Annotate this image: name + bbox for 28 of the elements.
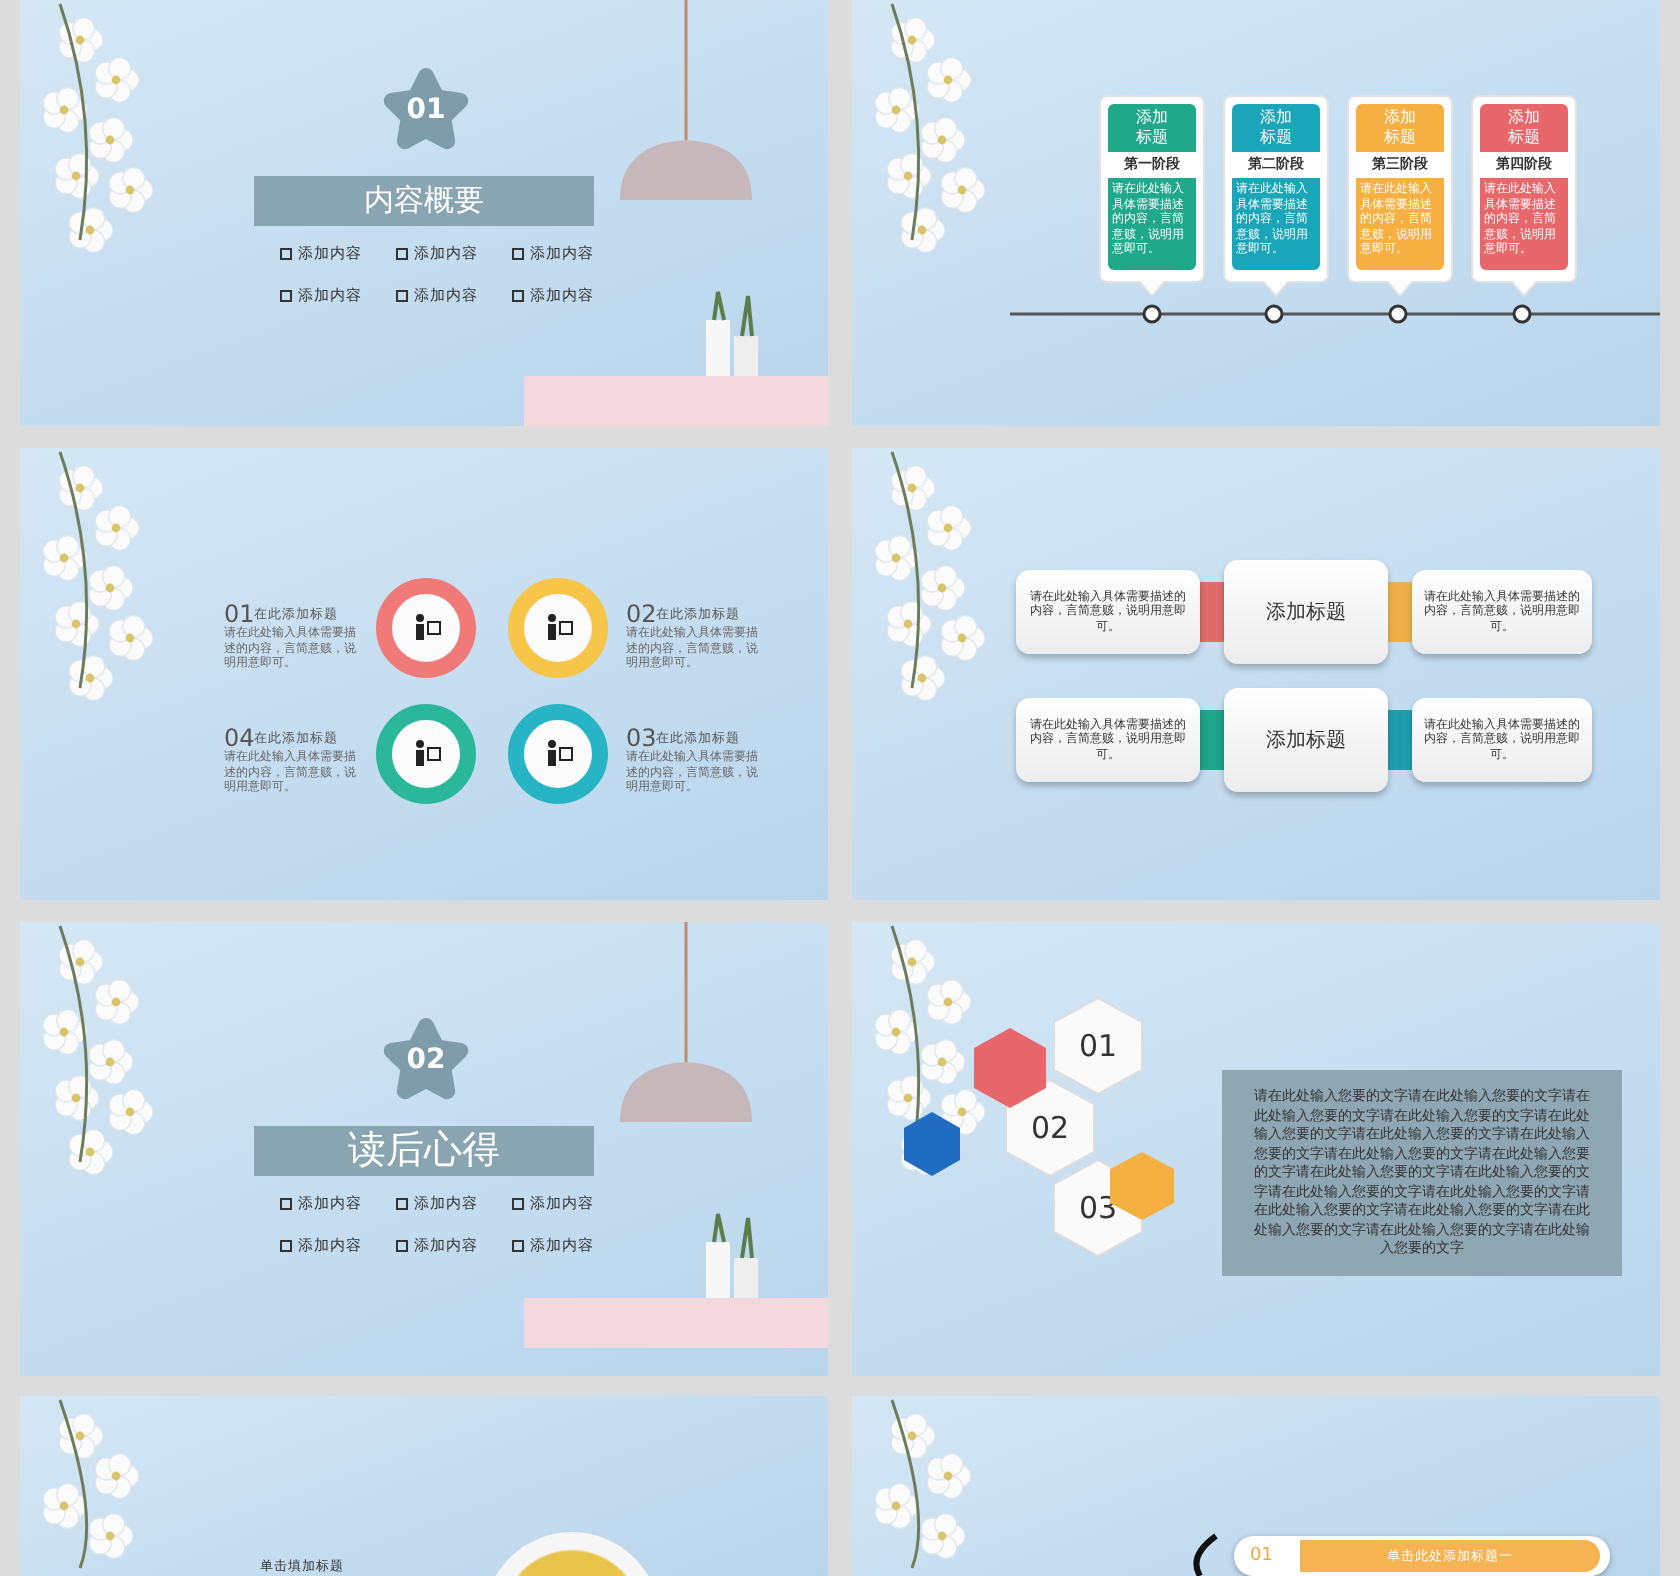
title-box: 添加标题	[1224, 688, 1388, 792]
hexagon-number: 01	[1076, 1028, 1120, 1064]
pill-number: 01	[1250, 1544, 1275, 1570]
hexagon-shape	[1006, 1080, 1094, 1176]
star-shape	[380, 1016, 472, 1104]
star-shape	[380, 66, 472, 154]
card-header: 添加标题	[1108, 104, 1196, 152]
card-header: 添加标题	[1480, 104, 1568, 152]
title-pill	[1234, 1536, 1610, 1576]
card-header: 添加标题	[1356, 104, 1444, 152]
connector-bar	[1200, 710, 1224, 770]
item-number: 02	[626, 600, 657, 628]
item-number: 04	[224, 724, 255, 752]
connector-bar	[1200, 582, 1224, 642]
connector-bar	[1388, 582, 1412, 642]
hexagon-number: 02	[1028, 1110, 1072, 1146]
connector-bar	[1388, 710, 1412, 770]
item-number: 01	[224, 600, 255, 628]
star-number: 01	[404, 94, 448, 126]
hexagon-shape	[904, 1112, 960, 1176]
hexagon-shape	[1054, 998, 1142, 1094]
title-banner: 内容概要	[254, 176, 594, 226]
title-box: 添加标题	[1224, 560, 1388, 664]
star-number: 02	[404, 1044, 448, 1076]
title-banner: 读后心得	[254, 1126, 594, 1176]
card-header: 添加标题	[1232, 104, 1320, 152]
item-number: 03	[626, 724, 657, 752]
hexagon-shape	[974, 1028, 1046, 1108]
